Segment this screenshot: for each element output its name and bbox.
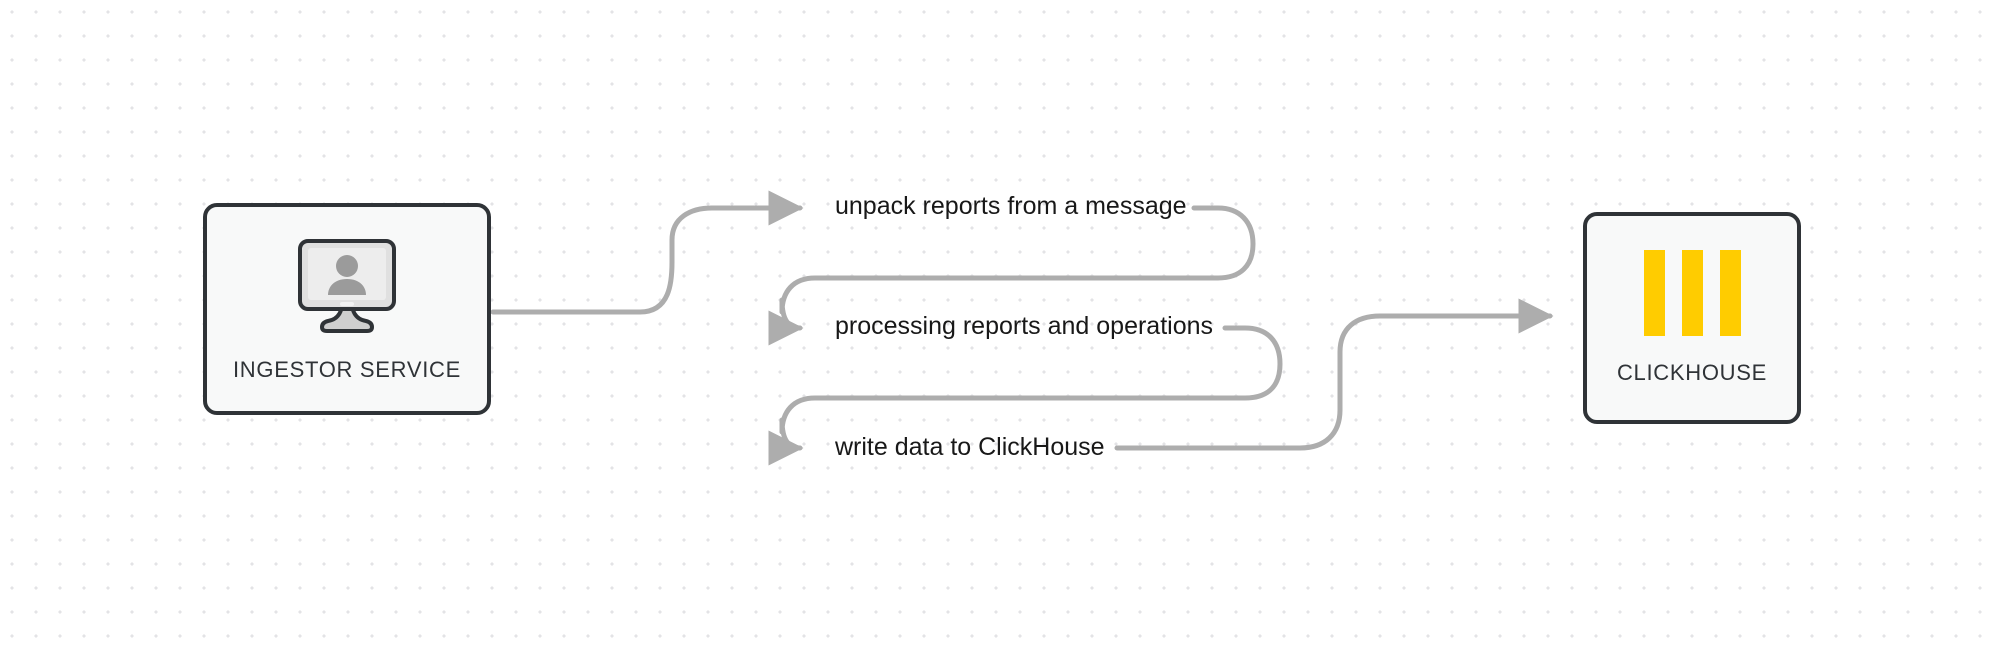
edge-ingestor-to-step1 — [490, 190, 804, 315]
clickhouse-bar-3 — [1719, 250, 1741, 336]
node-ingestor-service[interactable]: INGESTOR SERVICE — [203, 203, 491, 415]
node-label-clickhouse: CLICKHOUSE — [1616, 360, 1768, 385]
user-monitor-icon — [290, 235, 404, 339]
node-clickhouse[interactable]: CLICKHOUSE — [1583, 212, 1801, 424]
node-label-ingestor-service: INGESTOR SERVICE — [233, 357, 461, 382]
edge-step2-to-step3 — [768, 325, 1283, 466]
edge-step1-to-step2 — [768, 205, 1256, 346]
edge-label-unpack-reports: unpack reports from a message — [835, 192, 1187, 220]
edge-label-processing-reports: processing reports and operations — [835, 312, 1214, 340]
edge-label-write-data: write data to ClickHouse — [835, 433, 1105, 461]
clickhouse-bars-icon — [1643, 250, 1741, 336]
clickhouse-bar-1 — [1643, 250, 1665, 336]
clickhouse-bar-2 — [1681, 250, 1703, 336]
